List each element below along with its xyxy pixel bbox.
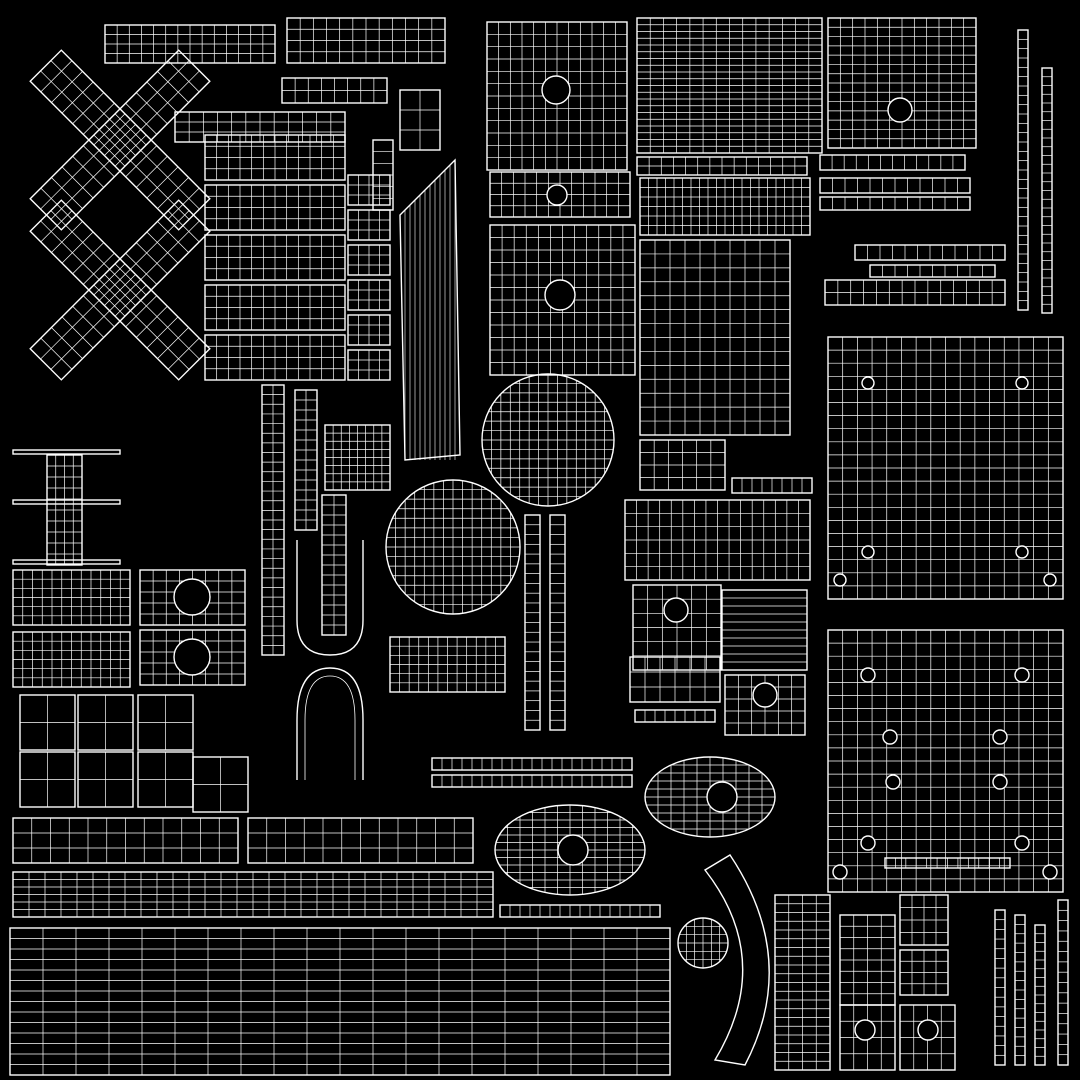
uv-island-strip — [1017, 29, 1029, 311]
uv-island-panel — [721, 589, 808, 671]
uv-island-strip — [104, 24, 276, 64]
uv-island-square — [19, 694, 76, 751]
uv-island-strip — [12, 449, 121, 455]
uv-island-panel — [624, 499, 811, 581]
uv-island-panel-hole — [489, 171, 631, 218]
uv-island-square — [77, 694, 134, 751]
uv-island-strip — [819, 154, 966, 171]
uv-island-strip — [549, 514, 566, 731]
uv-island-detail — [899, 894, 949, 946]
uv-island-block — [347, 314, 391, 346]
uv-island-strip — [819, 196, 971, 211]
uv-island-panel — [204, 184, 346, 231]
uv-island-cross — [29, 49, 211, 231]
uv-island-panel — [839, 914, 896, 1006]
uv-island-strip — [294, 389, 318, 531]
uv-island-square — [19, 751, 76, 808]
uv-island-big-panel — [827, 629, 1064, 893]
uv-island-big-panel — [827, 336, 1064, 600]
uv-island-panel — [639, 239, 791, 436]
uv-island-strip — [854, 244, 1006, 261]
uv-island-strip — [12, 817, 239, 864]
uv-island-panel — [636, 17, 823, 154]
uv-island-strip — [12, 871, 494, 918]
uv-island-square — [77, 751, 134, 808]
uv-island-panel-hole — [489, 224, 636, 376]
uv-island-detail — [629, 656, 721, 703]
uv-island-strip — [12, 499, 121, 505]
uv-island-ellipse — [494, 804, 646, 896]
uv-island-panel — [12, 631, 131, 688]
uv-island-hole — [899, 1004, 956, 1071]
uv-island-strip — [499, 904, 661, 918]
uv-island-panel — [204, 234, 346, 281]
uv-island-block — [347, 244, 391, 276]
uv-island-panel — [639, 177, 811, 236]
uv-island-strip — [286, 17, 446, 64]
uv-island-block — [347, 349, 391, 381]
uv-island-panel — [204, 284, 346, 331]
uv-island-arc — [703, 854, 770, 1066]
uv-island-panel-hole — [632, 584, 722, 671]
uv-island-block — [347, 209, 391, 241]
uv-island-ellipse — [644, 756, 776, 838]
uv-island-column — [46, 454, 83, 566]
uv-island-strip — [1041, 67, 1053, 314]
uv-island-panel-hole — [486, 21, 628, 171]
uv-island-strip — [174, 111, 346, 143]
uv-island-strip — [869, 264, 996, 278]
uv-island-detail — [899, 949, 949, 996]
uv-island-strip — [321, 494, 347, 636]
uv-island-panel — [389, 636, 506, 693]
uv-island-strip — [994, 909, 1006, 1066]
uv-island-strip — [634, 709, 716, 723]
uv-island-cross — [29, 49, 211, 231]
uv-island-frame — [774, 894, 831, 1071]
uv-island-long-strip — [399, 158, 461, 461]
uv-island-strip — [1034, 924, 1046, 1066]
uv-island-ring — [399, 89, 441, 151]
uv-island-strip — [1057, 899, 1069, 1066]
uv-island-panel-hole — [827, 17, 977, 149]
uv-island-strip — [824, 279, 1006, 306]
uv-island-strip — [1014, 914, 1026, 1066]
uv-island-panel — [12, 569, 131, 626]
uv-island-block — [347, 279, 391, 311]
uv-island-strip — [819, 177, 971, 194]
uv-island-panel — [204, 334, 346, 381]
uv-island-square — [137, 751, 194, 808]
uv-island-arch — [296, 540, 364, 780]
uv-island-strip — [431, 757, 633, 771]
uv-island-panel-hole — [139, 569, 246, 626]
uv-island-strip — [731, 477, 813, 494]
uv-island-cross — [29, 199, 211, 381]
uv-island-panel-hole — [724, 674, 806, 736]
uv-island-hole — [839, 1004, 896, 1071]
uv-island-ring — [677, 917, 729, 969]
uv-island-square — [192, 756, 249, 813]
uv-island-panel-hole — [139, 629, 246, 686]
uv-island-strip — [12, 559, 121, 565]
uv-island-floor — [9, 927, 671, 1076]
uv-island-strip — [884, 857, 1011, 869]
uv-island-strip — [261, 384, 285, 656]
uv-island-strip — [281, 77, 388, 104]
uv-island-square — [324, 424, 391, 491]
uv-island-sphere — [481, 373, 615, 507]
uv-island-strip — [524, 514, 541, 731]
uv-island-detail — [639, 439, 726, 491]
uv-island-square — [137, 694, 194, 751]
uv-island-strip — [247, 817, 474, 864]
uv-island-strip — [372, 139, 394, 211]
uv-island-panel — [204, 134, 346, 181]
uv-island-strip — [431, 774, 633, 788]
uv-island-sphere — [385, 479, 521, 615]
uv-island-strip — [636, 156, 808, 176]
uv-island-cross — [29, 199, 211, 381]
uv-island-block — [347, 174, 391, 206]
